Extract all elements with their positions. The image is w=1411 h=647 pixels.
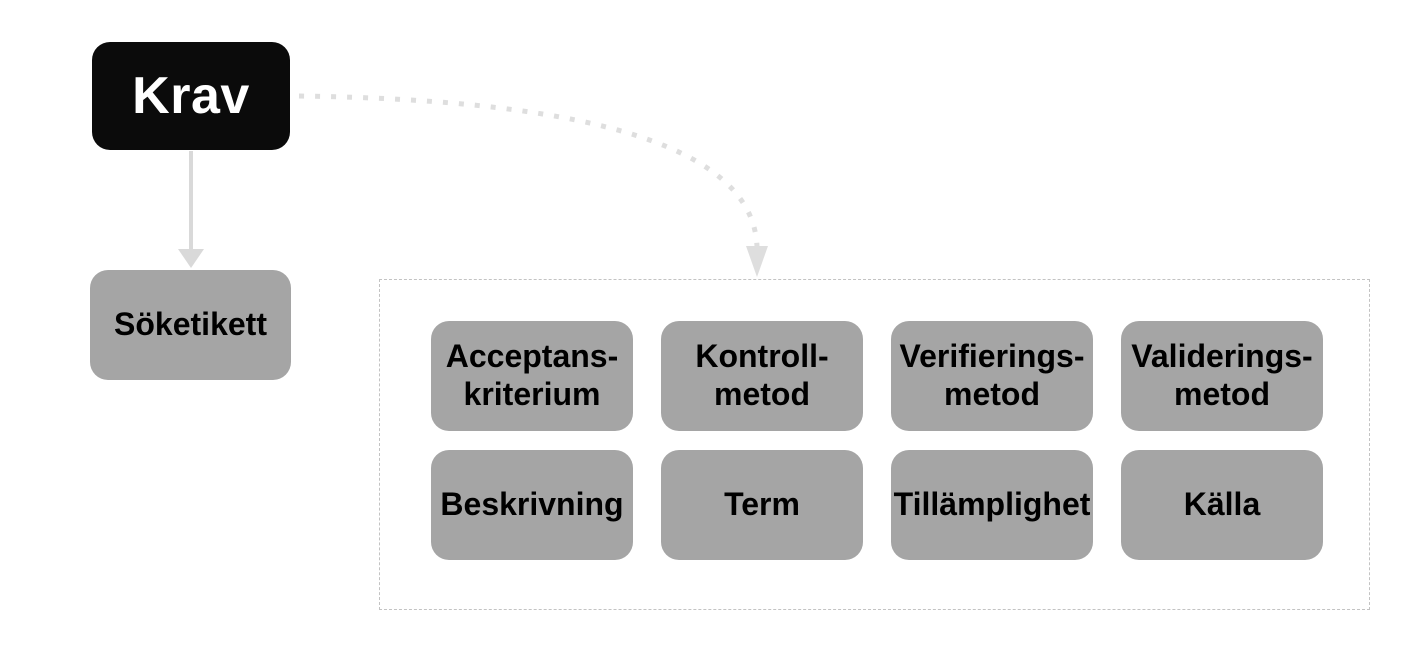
node-acceptanskriterium-label: Acceptans-kriterium xyxy=(445,338,619,412)
node-verifieringsmetod: Verifierings-metod xyxy=(891,321,1093,431)
node-kalla-label: Källa xyxy=(1183,486,1261,523)
node-krav-label: Krav xyxy=(132,67,250,125)
node-acceptanskriterium: Acceptans-kriterium xyxy=(431,321,633,431)
node-tillamplighet: Tillämplighet xyxy=(891,450,1093,560)
node-beskrivning-label: Beskrivning xyxy=(440,486,624,523)
node-kontrollmetod: Kontroll-metod xyxy=(661,321,863,431)
node-soketikett: Söketikett xyxy=(90,270,291,380)
node-tillamplighet-label: Tillämplighet xyxy=(893,486,1091,523)
node-term: Term xyxy=(661,450,863,560)
node-soketikett-label: Söketikett xyxy=(114,306,267,343)
node-beskrivning: Beskrivning xyxy=(431,450,633,560)
attribute-group-container: Acceptans-kriterium Kontroll-metod Verif… xyxy=(379,279,1370,610)
node-verifieringsmetod-label: Verifierings-metod xyxy=(899,338,1085,412)
krav-to-soketikett-arrowhead-icon xyxy=(178,249,204,268)
krav-to-group-arrowhead-icon xyxy=(746,246,768,277)
node-krav: Krav xyxy=(92,42,290,150)
node-kalla: Källa xyxy=(1121,450,1323,560)
node-valideringsmetod: Validerings-metod xyxy=(1121,321,1323,431)
node-kontrollmetod-label: Kontroll-metod xyxy=(695,338,829,412)
node-valideringsmetod-label: Validerings-metod xyxy=(1131,338,1313,412)
krav-to-group-dotted-arrow xyxy=(298,93,760,248)
node-term-label: Term xyxy=(724,486,800,523)
